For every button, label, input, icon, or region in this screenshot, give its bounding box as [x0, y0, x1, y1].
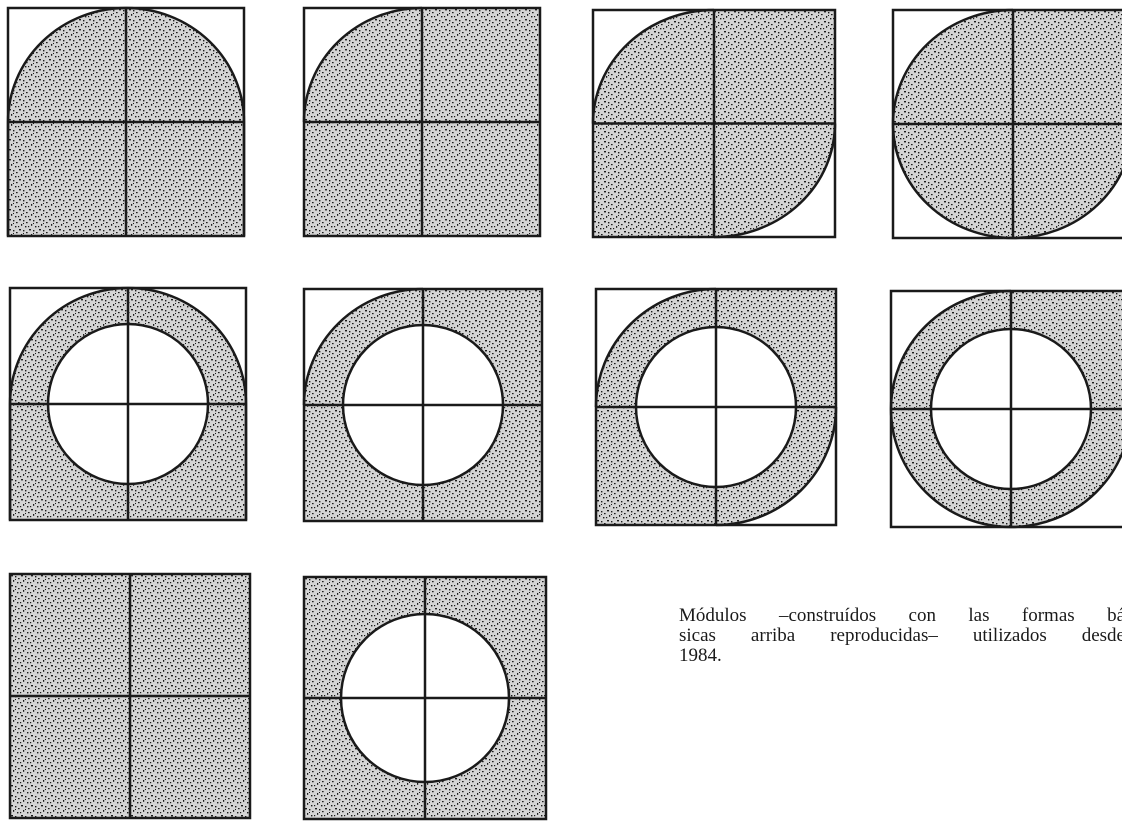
- module-4: [893, 10, 1122, 238]
- module-9: [10, 574, 250, 818]
- caption-line-1: Módulos –construídos con las formas bá: [679, 606, 1122, 626]
- module-10: [304, 577, 546, 819]
- module-3: [593, 10, 835, 237]
- figure-caption: Módulos –construídos con las formas bá s…: [679, 606, 1122, 666]
- caption-line-3: 1984.: [679, 646, 1122, 666]
- module-6: [304, 289, 542, 521]
- module-5: [10, 288, 246, 520]
- caption-line-2: sicas arriba reproducidas– utilizados de…: [679, 626, 1122, 646]
- module-7: [596, 289, 836, 525]
- module-8: [891, 291, 1122, 527]
- module-2: [304, 8, 540, 236]
- module-1: [8, 8, 244, 236]
